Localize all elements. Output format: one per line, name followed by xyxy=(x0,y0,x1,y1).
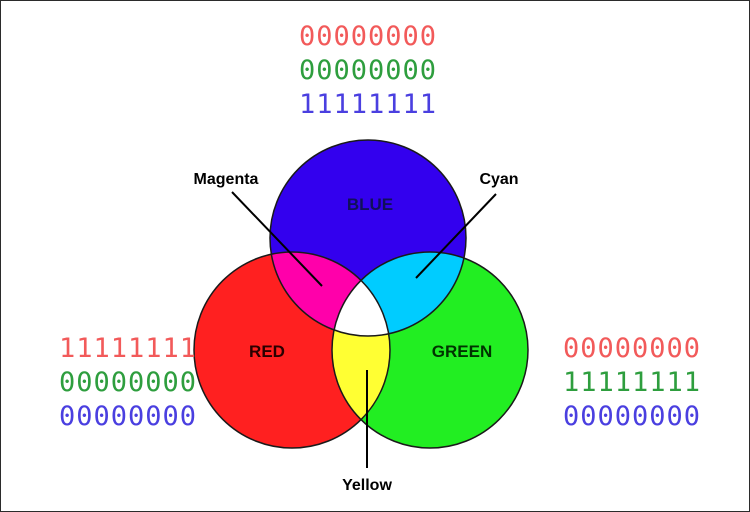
binary-left-green: 00000000 xyxy=(59,367,197,398)
blue-outline xyxy=(269,139,467,337)
magenta-overlap xyxy=(270,252,390,336)
binary-right-red: 00000000 xyxy=(563,333,701,364)
binary-top-green: 00000000 xyxy=(299,55,437,86)
binary-top-red: 00000000 xyxy=(299,21,437,52)
cyan-pointer xyxy=(415,193,497,279)
binary-left: 11111111 00000000 00000000 xyxy=(59,333,197,432)
green-label: GREEN xyxy=(432,342,492,361)
binary-left-red: 11111111 xyxy=(59,333,197,364)
binary-right-green: 11111111 xyxy=(563,367,701,398)
magenta-pointer xyxy=(231,191,323,287)
magenta-label: Magenta xyxy=(194,171,259,188)
red-outline xyxy=(193,251,391,449)
blue-label: BLUE xyxy=(347,195,393,214)
binary-right: 00000000 11111111 00000000 xyxy=(563,333,701,432)
yellow-label: Yellow xyxy=(342,477,392,494)
green-outline xyxy=(331,251,529,449)
binary-top-blue: 11111111 xyxy=(299,89,437,120)
binary-top: 00000000 00000000 11111111 xyxy=(299,21,437,120)
red-label: RED xyxy=(249,342,285,361)
binary-right-blue: 00000000 xyxy=(563,401,701,432)
binary-left-blue: 00000000 xyxy=(59,401,197,432)
cyan-overlap xyxy=(332,252,466,336)
cyan-label: Cyan xyxy=(479,171,518,188)
